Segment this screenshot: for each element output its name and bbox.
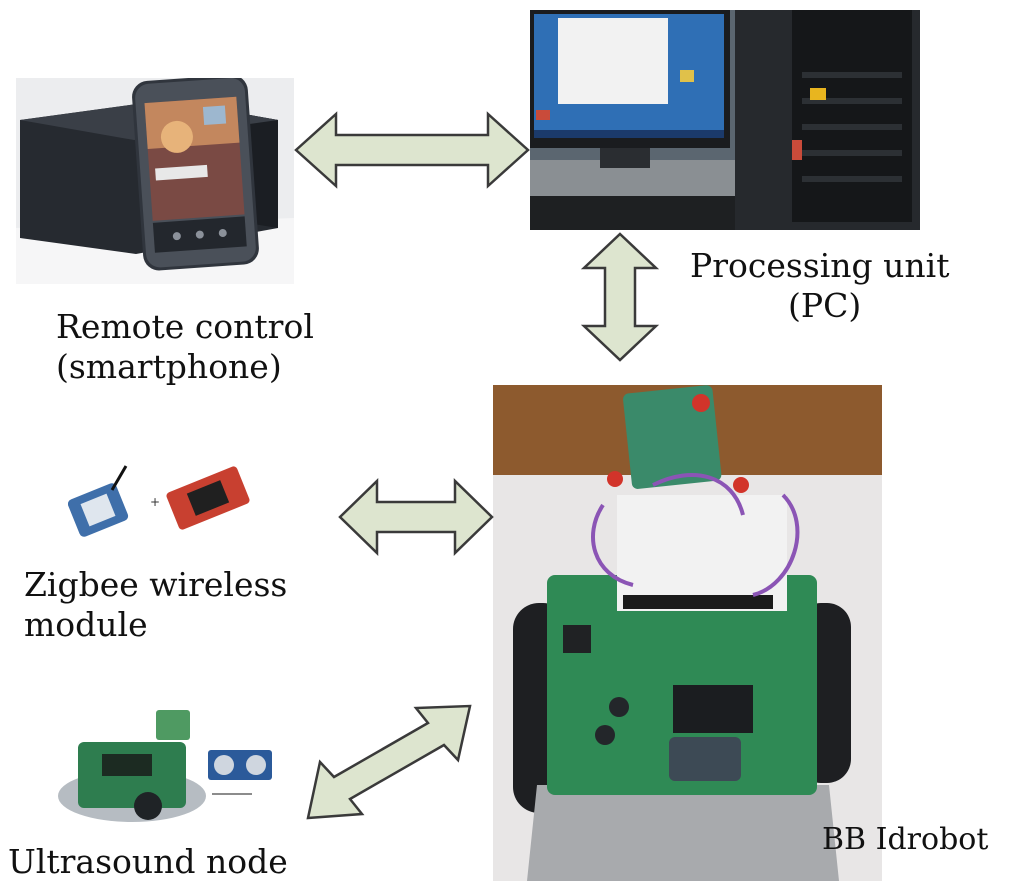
label-zigbee-module-line1: Zigbee wireless xyxy=(24,565,288,604)
ultrasound-photo xyxy=(52,706,284,832)
label-remote-control: Remote control (smartphone) xyxy=(56,307,314,387)
arrow-smartphone-pc xyxy=(294,111,530,189)
label-remote-control-line1: Remote control xyxy=(56,307,314,346)
pc-photo xyxy=(530,10,920,230)
arrow-pc-robot xyxy=(580,232,660,362)
robot-photo xyxy=(493,385,882,881)
label-processing-unit-line2: (PC) xyxy=(788,286,862,325)
label-zigbee-module-line2: module xyxy=(24,605,148,644)
label-processing-unit: Processing unit (PC) xyxy=(690,246,949,326)
label-processing-unit-line1: Processing unit xyxy=(690,246,950,285)
plus-sign: + xyxy=(150,495,160,509)
zigbee-photo: + xyxy=(68,462,258,537)
label-remote-control-line2: (smartphone) xyxy=(56,347,282,386)
arrow-ultrasound-robot xyxy=(306,704,472,820)
label-ultrasound-node: Ultrasound node xyxy=(8,842,288,881)
label-bb-idrobot: BB Idrobot xyxy=(822,822,989,857)
smartphone-photo xyxy=(16,78,294,284)
arrow-zigbee-robot xyxy=(338,478,494,556)
label-zigbee-module: Zigbee wireless module xyxy=(24,565,287,645)
